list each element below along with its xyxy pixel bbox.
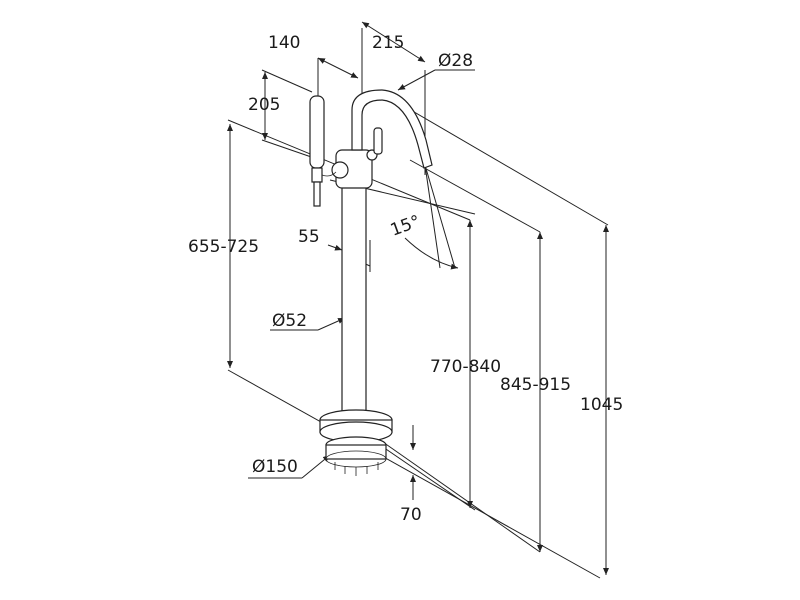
label-70: 70 — [400, 505, 422, 525]
label-15-degree: 15° — [388, 212, 423, 241]
label-column-diameter: Ø52 — [272, 311, 307, 331]
label-140: 140 — [268, 33, 300, 53]
label-770-840: 770-840 — [430, 357, 501, 377]
label-55: 55 — [298, 227, 320, 247]
label-655-725: 655-725 — [188, 237, 259, 257]
label-845-915: 845-915 — [500, 375, 571, 395]
faucet-body — [309, 89, 433, 476]
label-base-diameter: Ø150 — [252, 457, 298, 477]
label-1045: 1045 — [580, 395, 623, 415]
dimension-lines — [227, 21, 609, 575]
label-205: 205 — [248, 95, 280, 115]
label-215: 215 — [372, 33, 404, 53]
label-spout-diameter: Ø28 — [438, 51, 473, 71]
extension-lines — [227, 28, 609, 579]
dimension-labels: 140 215 Ø28 205 655-725 55 15° Ø52 770-8… — [188, 33, 623, 525]
